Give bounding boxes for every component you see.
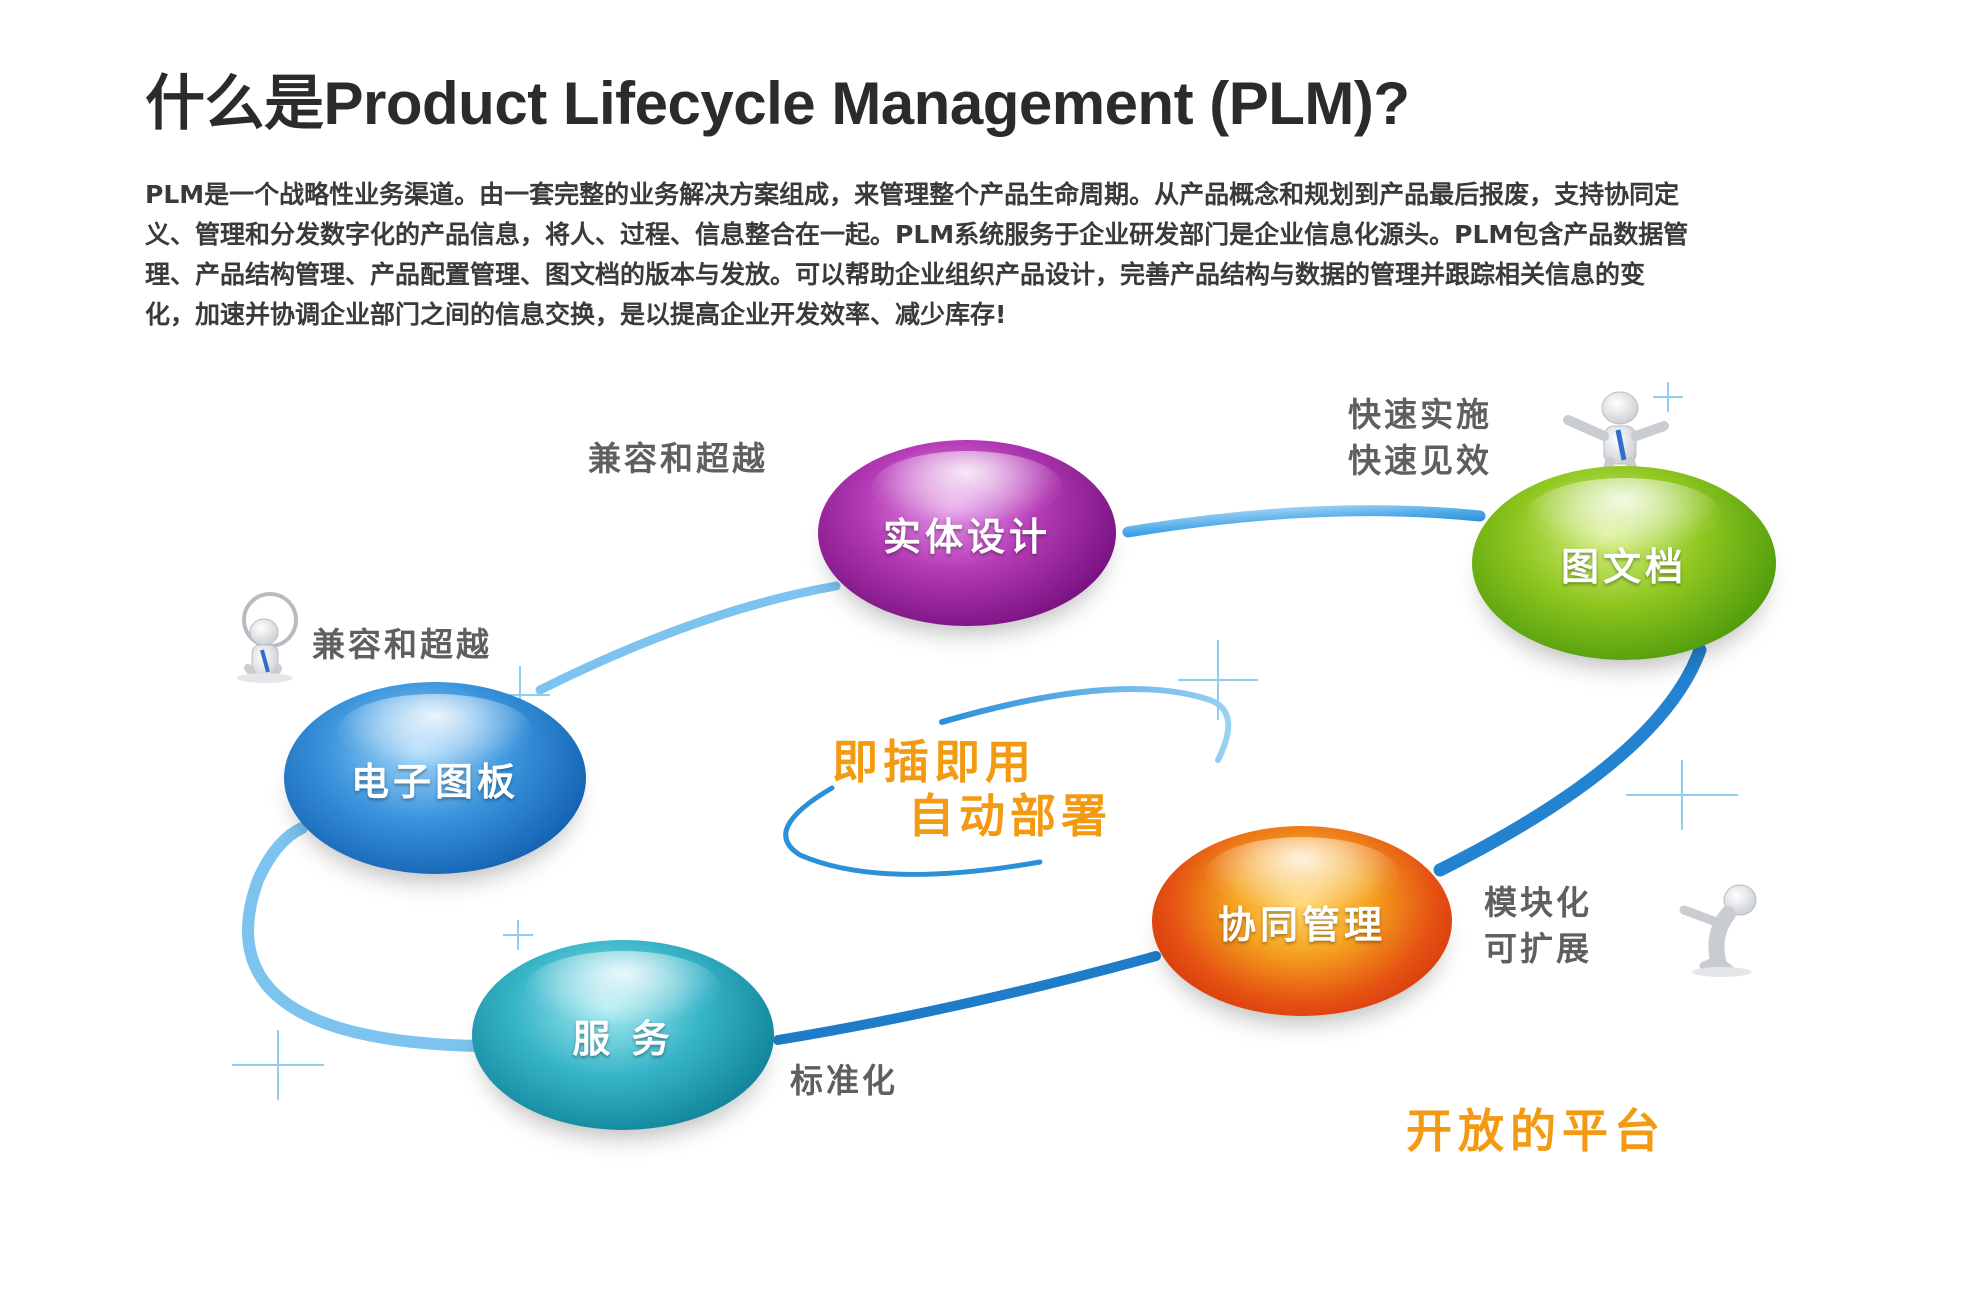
node-documents: 图文档: [1472, 466, 1776, 660]
intro-line: 化，加速并协调企业部门之间的信息交换，是以提高企业开发效率、减少库存!: [145, 300, 1007, 329]
ring-segment-top-left: [535, 581, 841, 695]
intro-paragraph: PLM是一个战略性业务渠道。由一套完整的业务解决方案组成，来管理整个产品生命周期…: [145, 175, 1875, 335]
note-standard: 标准化: [790, 1061, 898, 1100]
magnifier-figure-icon: [237, 592, 298, 683]
note-fast: 快速实施 快速见效: [1348, 392, 1492, 484]
node-label: 图文档: [1560, 544, 1687, 589]
ring-segment-top-right: [1122, 505, 1486, 538]
node-solid-design: 实体设计: [818, 440, 1116, 626]
note-modular: 模块化 可扩展: [1484, 880, 1592, 972]
note-line: 可扩展: [1484, 929, 1592, 968]
center-slogan-line2: 自动部署: [908, 789, 1112, 843]
intro-line: 义、管理和分发数字化的产品信息，将人、过程、信息整合在一起。PLM系统服务于企业…: [145, 220, 1689, 249]
note-line: 模块化: [1484, 883, 1592, 922]
center-swirl-bottom: [783, 785, 1043, 877]
center-swirl-top: [939, 686, 1232, 763]
node-electronic-drawing: 电子图板: [284, 682, 586, 874]
note-line: 快速实施: [1348, 395, 1492, 434]
note-line: 快速见效: [1348, 441, 1492, 480]
intro-line: PLM是一个战略性业务渠道。由一套完整的业务解决方案组成，来管理整个产品生命周期…: [145, 180, 1680, 209]
node-collaboration: 协同管理: [1152, 826, 1452, 1016]
node-label: 实体设计: [882, 514, 1051, 559]
ring-segment-left: [242, 822, 484, 1052]
node-label: 协同管理: [1217, 902, 1386, 947]
pushing-figure-icon: [1679, 884, 1757, 977]
intro-line: 理、产品结构管理、产品配置管理、图文档的版本与发放。可以帮助企业组织产品设计，完…: [145, 260, 1646, 289]
node-service: 服 务: [472, 940, 774, 1130]
open-platform-label: 开放的平台: [1406, 1104, 1666, 1158]
ring-segment-bottom: [773, 951, 1161, 1045]
node-label: 服 务: [572, 1016, 674, 1061]
note-compat-top: 兼容和超越: [588, 439, 768, 478]
center-slogan-line1: 即插即用: [832, 735, 1036, 789]
note-compat-left: 兼容和超越: [312, 625, 492, 664]
node-label: 电子图板: [350, 759, 519, 804]
page-title: 什么是Product Lifecycle Management (PLM)?: [145, 70, 1410, 137]
presenter-figure-icon: [1563, 391, 1669, 479]
ring-segment-right: [1433, 643, 1707, 877]
